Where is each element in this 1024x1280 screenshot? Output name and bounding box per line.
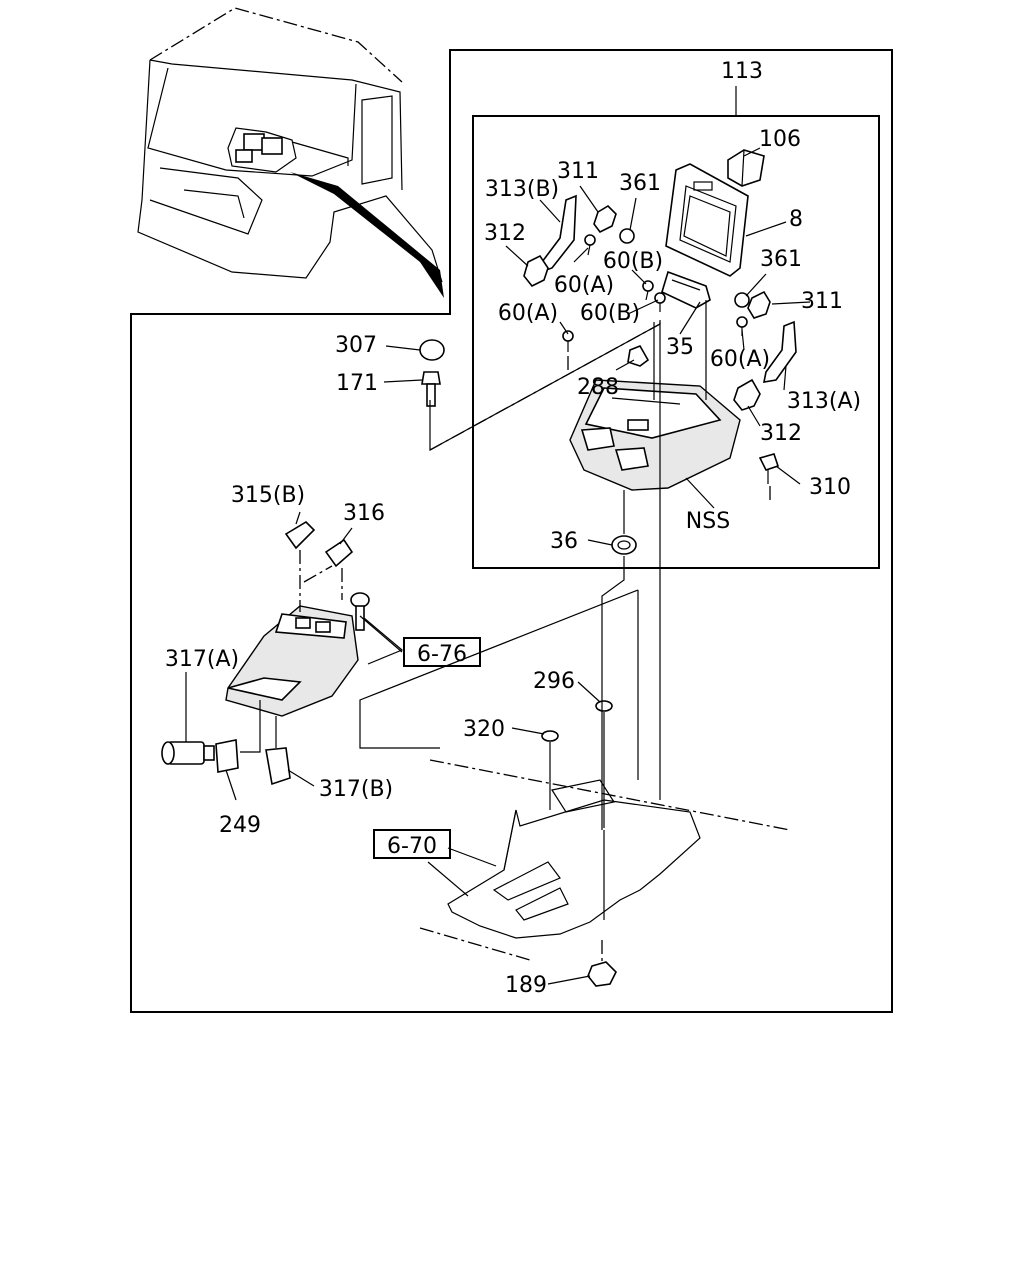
callout-313b: 313(B) [485,177,559,202]
bracket-312-right-part [733,378,761,411]
insert-315b-part [284,520,316,550]
bracket-311-right-part [747,290,771,319]
ref-6-70: 6-70 [387,834,437,859]
clip-296-part [595,700,613,712]
bracket-312-left-part [523,254,549,288]
handle-313a-part [762,320,797,383]
callout-106: 106 [759,127,801,152]
callout-nss: NSS [686,509,730,534]
screw-60b-lower-part [654,292,666,312]
cap-307-part [419,339,445,361]
ref-box-6-76 [403,637,481,667]
switch-106-part [727,149,765,187]
ring-249-part [215,739,239,773]
screw-60a-left-part [562,330,574,352]
callout-361-right: 361 [760,247,802,272]
callout-311-left: 311 [557,159,599,184]
callout-189: 189 [505,973,547,998]
callout-288: 288 [577,375,619,400]
handle-313b-part [538,194,577,274]
callout-36: 36 [550,529,578,554]
inset-frame [472,115,880,569]
overhead-console-nss-part [569,379,741,491]
lighter-317a-part [161,741,215,765]
clip-361-right-part [734,292,750,308]
screw-60a-upper-part [584,234,596,256]
console-panel-8-part [665,163,749,277]
clip-361-left-part [619,228,635,244]
callout-113: 113 [721,59,763,84]
clip-288-part [627,344,650,367]
callout-320: 320 [463,717,505,742]
bracket-35-part [661,270,711,309]
callout-60b-lower: 60(B) [580,301,640,326]
callout-60a-left: 60(A) [498,301,558,326]
bracket-311-left-part [593,204,617,234]
callout-35: 35 [666,335,694,360]
callout-313a: 313(A) [787,389,861,414]
callout-296: 296 [533,669,575,694]
callout-316: 316 [343,501,385,526]
callout-310: 310 [809,475,851,500]
callout-8: 8 [789,207,803,232]
callout-361-left: 361 [619,171,661,196]
callout-317a: 317(A) [165,647,239,672]
callout-60b-upper: 60(B) [603,249,663,274]
callout-312-left: 312 [484,221,526,246]
callout-311-right: 311 [801,289,843,314]
cab-overview-drawing [137,7,444,298]
callout-307: 307 [335,333,377,358]
outer-frame [130,49,893,1013]
callout-60a-upper: 60(A) [554,273,614,298]
socket-317b-part [265,747,291,786]
nut-189-part [587,961,617,987]
floor-tunnel-part [419,759,791,961]
console-box-part [225,605,359,717]
screw-60b-upper-part [642,280,654,301]
callout-317b: 317(B) [319,777,393,802]
callout-315b: 315(B) [231,483,305,508]
ref-6-76: 6-76 [417,642,467,667]
bolt-676-part [350,592,370,631]
callout-171: 171 [336,371,378,396]
clip-320-part [541,730,559,742]
insert-316-part [324,538,354,568]
ref-box-6-70 [373,829,451,859]
bolt-171-part [421,371,441,407]
assembly-lines [240,300,771,962]
callout-60a-right: 60(A) [710,347,770,372]
leader-lines [185,86,811,985]
callout-249: 249 [219,813,261,838]
grommet-36-part [611,535,637,555]
screw-310-part [758,453,780,484]
callout-312-right: 312 [760,421,802,446]
